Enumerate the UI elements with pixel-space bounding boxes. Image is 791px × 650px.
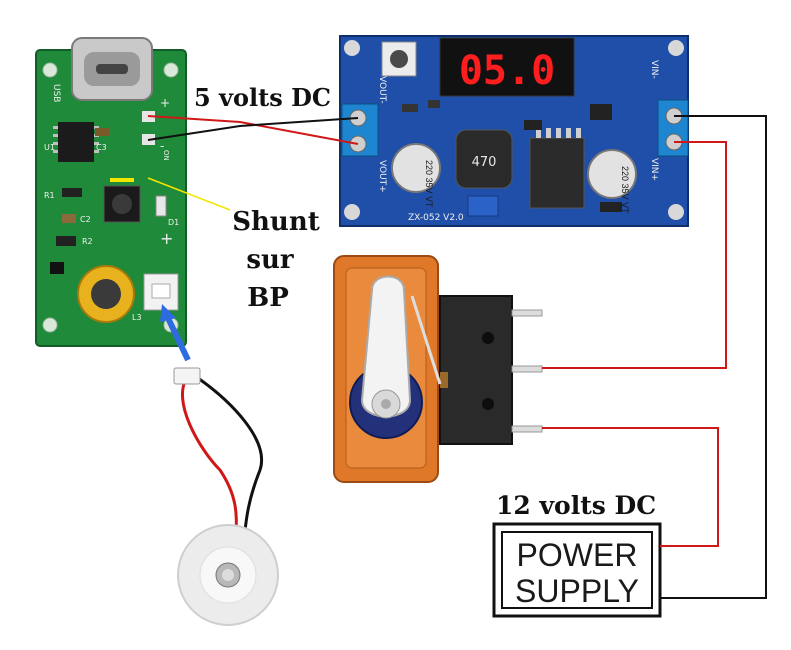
power-supply-line1: POWER [517,537,638,573]
wire-supply-positive [542,427,719,547]
wire-vin-negative [660,115,767,599]
label-12-volts: 12 volts DC [496,491,656,520]
usb-label: USB [51,84,61,102]
led-label: ON [162,150,170,161]
label-bp: BP [247,283,289,313]
l3-label: L3 [132,313,142,322]
cap-right-label: 220 35V VT [620,166,630,214]
power-supply: POWER SUPPLY [492,522,662,618]
buck-converter: 05.0 VOUT- VOUT+ VIN- VIN+ 220 35V VT 22… [339,35,689,227]
microswitch [439,295,513,445]
inductor-label: 470 [472,155,497,170]
vin-minus-label: VIN- [649,60,659,79]
minus-pad-label: - [160,139,164,153]
r1-label: R1 [44,191,55,200]
r2-label: R2 [82,237,93,246]
capacitor-left [391,143,441,193]
u1-label: U1 [44,143,55,152]
label-sur: sur [246,245,294,275]
plus-bottom-label: + [160,229,173,248]
wire-5v-negative [147,117,359,141]
cap-left-label: 220 35V VT [424,160,434,208]
d1-label: D1 [168,218,179,227]
vout-plus-label: VOUT+ [377,160,387,193]
vin-plus-label: VIN+ [649,158,659,181]
regulator-ic [529,137,585,209]
wires [147,115,767,599]
label-5-volts: 5 volts DC [194,83,331,112]
power-supply-line2: SUPPLY [515,573,639,609]
inductor-470 [455,129,513,189]
led [155,195,167,217]
wire-5v-positive [147,115,359,145]
display-value: 05.0 [459,48,555,94]
label-shunt: Shunt [232,207,320,237]
c3-label: C3 [96,143,107,152]
piezo-transducer [173,367,279,626]
wire-vin-positive [542,141,727,369]
blue-arrow [160,304,191,362]
humidifier-board: USB + - U1 C3 R1 C2 R2 ON D1 + [35,37,187,347]
model-label: ZX-052 V2.0 [408,213,464,223]
servo-relay [333,255,543,483]
shunt-pointer [147,177,231,211]
u1-chip [58,122,94,162]
c2-label: C2 [80,215,91,224]
capacitor-right [587,149,637,199]
seven-segment-display [439,37,575,97]
plus-pad-label: + [160,96,170,110]
vout-minus-label: VOUT- [377,76,387,104]
